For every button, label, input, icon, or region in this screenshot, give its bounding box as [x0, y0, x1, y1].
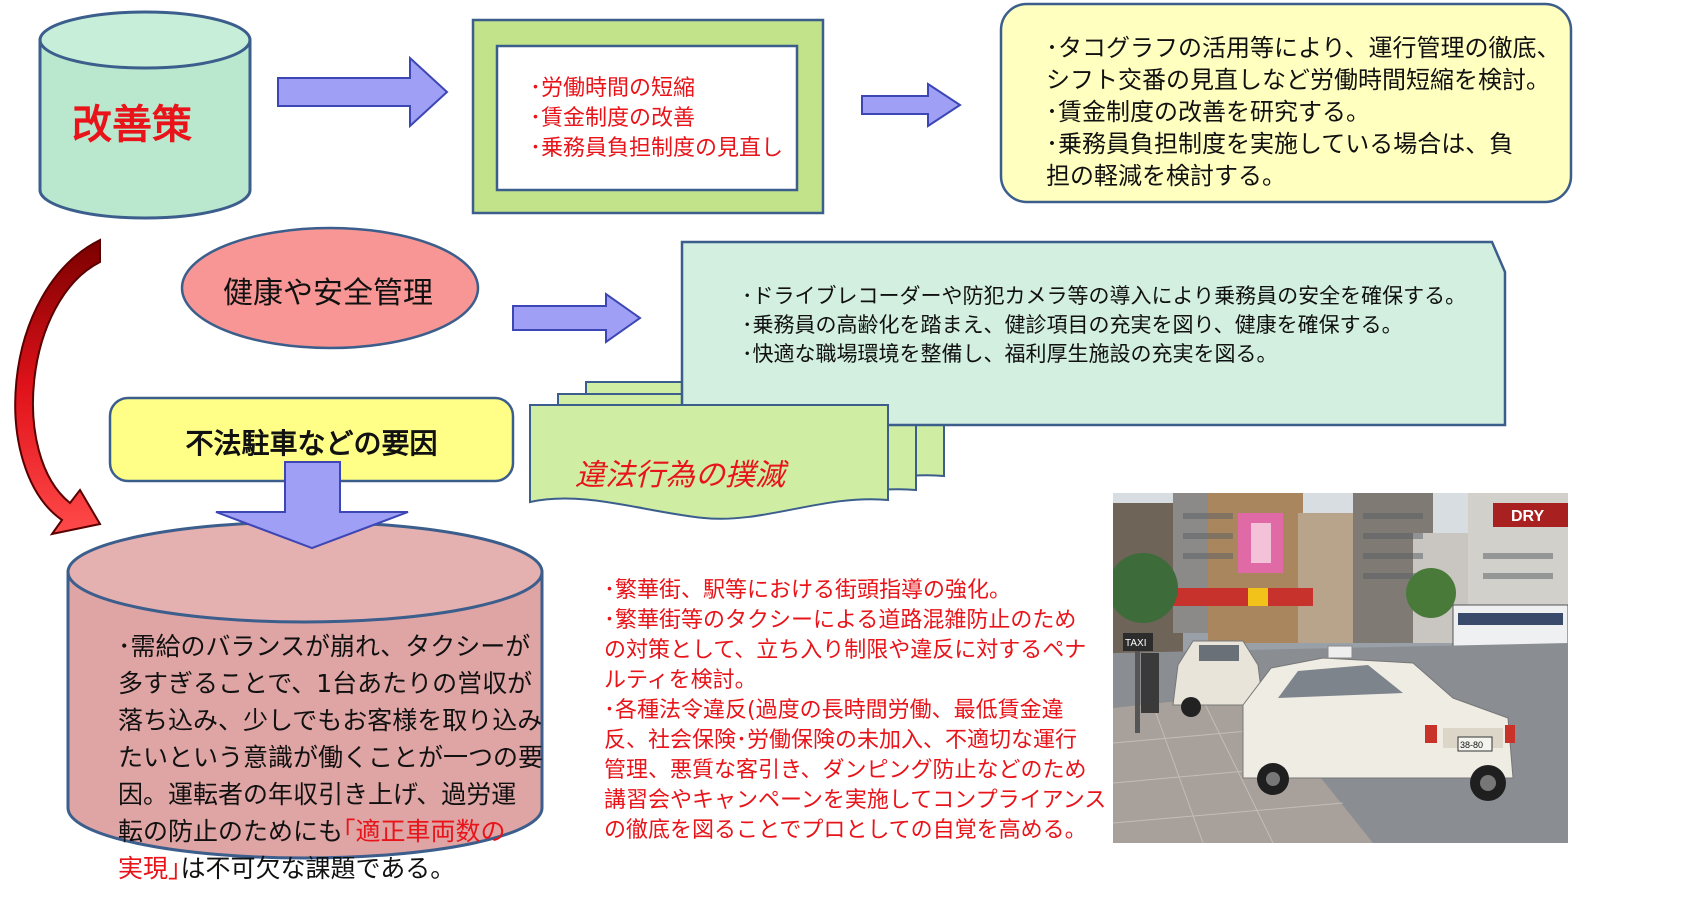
arrow-health-to-detail: [512, 292, 642, 344]
measures-item: ･賃金制度の改善: [530, 106, 696, 131]
cause-line: 実現｣は不可欠な課題である。: [118, 850, 543, 887]
measures-frame: [471, 18, 825, 215]
eradication-title: 違法行為の撲滅: [575, 458, 785, 493]
arrow-parking-to-cause: [215, 461, 409, 550]
health-oval: [180, 226, 480, 350]
health-detail-line: ･ドライブレコーダーや防犯カメラ等の導入により乗務員の安全を確保する。: [742, 284, 1467, 308]
cause-line: 転の防止のためにも｢適正車両数の: [118, 813, 543, 850]
enforcement-line: 反、社会保険･労働保険の未加入、不適切な運行: [604, 728, 1078, 753]
cause-highlight: ｢適正車両数の: [343, 817, 506, 846]
cause-cylinder: [66, 520, 544, 860]
cause-line: ･需給のバランスが崩れ、タクシーが: [118, 632, 531, 661]
enforcement-line: ･繁華街等のタクシーによる道路混雑防止のため: [604, 608, 1077, 633]
cause-line-text: は不可欠な課題である。: [180, 854, 456, 883]
enforcement-line: 講習会やキャンペーンを実施してコンプライアンス: [604, 788, 1107, 813]
kaizen-title: 改善策: [72, 102, 192, 148]
measures-detail-panel: [999, 2, 1573, 204]
arrow-kaizen-to-measures: [277, 55, 449, 129]
measures-detail-line: ･賃金制度の改善を研究する。: [1046, 98, 1370, 126]
cause-line-text: 転の防止のためにも: [118, 817, 344, 846]
taxi-car-back: [1172, 640, 1264, 717]
enforcement-line: ルティを検討。: [604, 668, 757, 693]
taxi-sign-text: TAXI: [1125, 638, 1146, 649]
illegal-parking-title: 不法駐車などの要因: [185, 427, 438, 460]
enforcement-text: ･繁華街、駅等における街頭指導の強化。 ･繁華街等のタクシーによる道路混雑防止の…: [604, 576, 1106, 846]
enforcement-line: ･繁華街、駅等における街頭指導の強化。: [604, 578, 1012, 603]
billboard-text: DRY: [1511, 508, 1545, 525]
red-curved-arrow: [14, 238, 102, 536]
cause-line: 因。運転者の年収引き上げ、過労運: [118, 780, 517, 809]
enforcement-line: 管理、悪質な客引き、ダンピング防止などのため: [604, 758, 1087, 783]
health-detail-line: ･快適な職場環境を整備し、福利厚生施設の充実を図る。: [742, 342, 1278, 366]
health-detail-line: ･乗務員の高齢化を踏まえ、健診項目の充実を図り、健康を確保する。: [742, 313, 1403, 337]
cause-highlight: 実現｣: [118, 854, 181, 883]
eradication-front-document: [529, 404, 889, 520]
measures-detail-text: ･タコグラフの活用等により、運行管理の徹底、 シフト交番の見直しなど労働時間短縮…: [1046, 32, 1561, 192]
measures-detail-line: シフト交番の見直しなど労働時間短縮を検討。: [1046, 66, 1550, 94]
enforcement-line: ･各種法令違反(過度の長時間労働、最低賃金違: [604, 698, 1064, 723]
health-detail-text: ･ドライブレコーダーや防犯カメラ等の導入により乗務員の安全を確保する。 ･乗務員…: [742, 282, 1466, 369]
measures-item: ･乗務員負担制度の見直し: [530, 136, 784, 161]
enforcement-line: の対策として、立ち入り制限や違反に対するペナ: [604, 638, 1087, 663]
kaizen-cylinder: [38, 10, 252, 220]
measures-detail-line: ･タコグラフの活用等により、運行管理の徹底、: [1046, 34, 1561, 62]
cause-line: たいという意識が働くことが一つの要: [118, 743, 544, 772]
taxi-car-front: 38-80: [1242, 645, 1515, 801]
measures-list: ･労働時間の短縮 ･賃金制度の改善 ･乗務員負担制度の見直し: [530, 74, 783, 164]
plate-text: 38-80: [1460, 740, 1483, 750]
health-detail-panel: [680, 240, 1507, 427]
measures-item: ･労働時間の短縮: [530, 76, 696, 101]
cause-text: ･需給のバランスが崩れ、タクシーが 多すぎることで、1台あたりの営収が 落ち込み…: [118, 628, 543, 887]
arrow-measures-to-detail: [861, 82, 962, 128]
measures-detail-line: 担の軽減を検討する。: [1046, 162, 1286, 190]
cause-line: 多すぎることで、1台あたりの営収が: [118, 669, 533, 698]
enforcement-line: の徹底を図ることでプロとしての自覚を高める。: [604, 818, 1087, 843]
cause-line: 落ち込み、少しでもお客様を取り込み: [118, 706, 543, 735]
measures-detail-line: ･乗務員負担制度を実施している場合は、負: [1046, 130, 1514, 158]
taxi-street-photo: DRY TAXI 38-80: [1113, 493, 1568, 843]
health-title: 健康や安全管理: [223, 276, 433, 311]
